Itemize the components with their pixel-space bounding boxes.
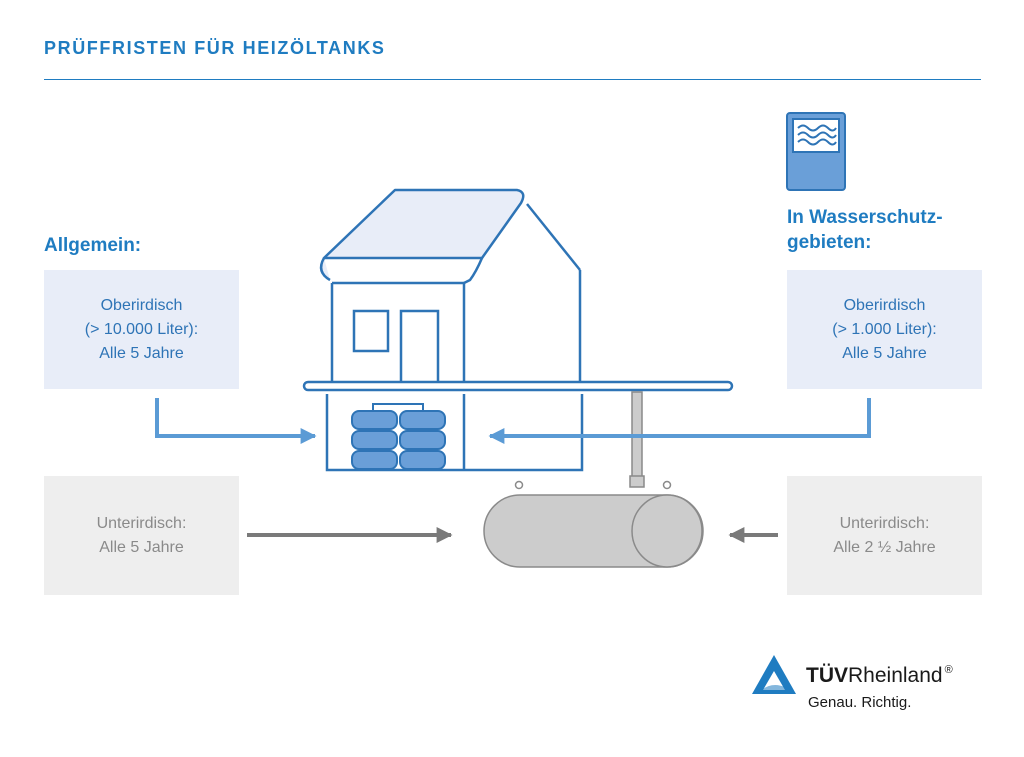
arrow-general-above-ground	[155, 398, 317, 444]
box-general-above-ground: Oberirdisch (> 10.000 Liter): Alle 5 Jah…	[44, 270, 239, 389]
box-line: Unterirdisch:	[839, 514, 930, 532]
box-line: (> 10.000 Liter):	[84, 320, 199, 338]
heading-water-protection-line-2: gebieten:	[787, 232, 872, 253]
box-water-underground: Unterirdisch: Alle 2 ½ Jahre	[787, 476, 982, 595]
arrow-water-above-ground	[488, 398, 871, 444]
box-line: Unterirdisch:	[96, 514, 187, 532]
underground-tank-icon	[483, 391, 704, 568]
box-line: Oberirdisch	[843, 296, 926, 314]
box-line: Alle 5 Jahre	[99, 344, 184, 362]
box-water-above-ground: Oberirdisch (> 1.000 Liter): Alle 5 Jahr…	[787, 270, 982, 389]
box-general-underground: Unterirdisch: Alle 5 Jahre	[44, 476, 239, 595]
water-protection-sign-icon	[786, 112, 846, 191]
box-line: Alle 5 Jahre	[99, 538, 184, 556]
box-line: (> 1.000 Liter):	[832, 320, 937, 338]
logo-wordmark: TÜVRheinland®	[806, 664, 953, 688]
heading-water-protection: In Wasserschutz- gebieten:	[787, 205, 987, 255]
house-icon	[302, 188, 734, 472]
logo-brand-rest: Rheinland	[848, 664, 943, 687]
logo-registered: ®	[944, 664, 953, 676]
title-divider	[44, 79, 981, 80]
oil-tanks-icon	[351, 403, 446, 470]
box-line: Alle 2 ½ Jahre	[833, 538, 936, 556]
page-title: PRÜFFRISTEN FÜR HEIZÖLTANKS	[44, 38, 386, 58]
box-line: Oberirdisch	[100, 296, 183, 314]
logo-slogan: Genau. Richtig.	[808, 694, 912, 711]
heading-general: Allgemein:	[44, 235, 142, 256]
logo-brand-bold: TÜV	[806, 664, 848, 687]
tuv-triangle-logo-icon	[752, 655, 796, 694]
box-line: Alle 5 Jahre	[842, 344, 927, 362]
heading-water-protection-line-1: In Wasserschutz-	[787, 207, 943, 228]
